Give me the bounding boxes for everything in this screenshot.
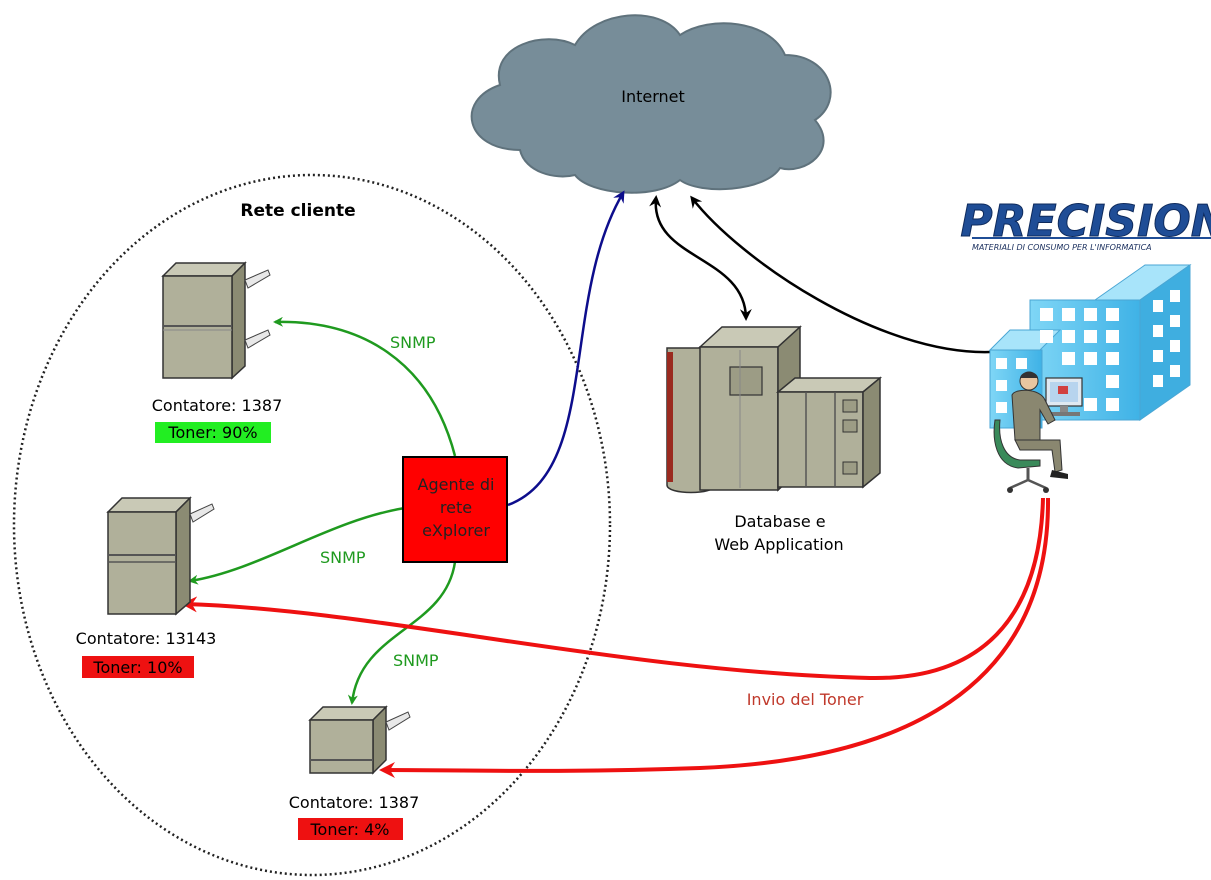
printer-2-toner-bg [82, 656, 194, 678]
printer-1-toner-bg [155, 422, 271, 443]
snmp-arrow-printer-3 [347, 561, 457, 705]
printer-2-icon [106, 496, 215, 616]
snmp-label-2: SNMP [320, 548, 366, 567]
toner-delivery-label: Invio del Toner [747, 690, 864, 709]
operator-at-computer-icon [993, 371, 1083, 493]
client-network-title: Rete cliente [240, 201, 355, 221]
precision-logo: PRECISION MATERIALI DI CONSUMO PER L'INF… [960, 196, 1211, 252]
network-agent-box: Agente di rete eXplorer [402, 456, 508, 563]
printer-2-toner: Toner: 10% [92, 658, 182, 677]
logo-brand: PRECISION [960, 196, 1211, 247]
printer-2-counter: Contatore: 13143 [76, 629, 217, 648]
database-server-icon [666, 325, 883, 494]
agent-label-line2: rete [440, 498, 472, 517]
snmp-arrow-printer-2 [188, 506, 406, 585]
toner-delivery-arrow-printer-3 [379, 497, 1051, 779]
snmp-arrow-printer-1 [273, 316, 457, 457]
snmp-label-3: SNMP [393, 651, 439, 670]
agent-internet-link [507, 190, 625, 507]
printer-3-toner: Toner: 4% [310, 820, 390, 839]
printer-1-counter: Contatore: 1387 [152, 396, 283, 415]
printer-3-icon [308, 705, 411, 775]
agent-label-line3: eXplorer [422, 521, 490, 540]
internet-label: Internet [621, 87, 685, 106]
agent-label-line1: Agente di [418, 475, 495, 494]
printer-1-icon [161, 261, 271, 380]
toner-delivery-arrow-printer-2 [181, 497, 1045, 681]
office-internet-link [690, 195, 991, 354]
server-label-line1: Database e [734, 512, 825, 531]
internet-server-link [649, 195, 752, 321]
printer-1-toner: Toner: 90% [167, 423, 257, 442]
logo-tagline: MATERIALI DI CONSUMO PER L'INFORMATICA [972, 243, 1152, 252]
printer-3-toner-bg [298, 818, 403, 840]
internet-cloud: Internet [470, 14, 832, 194]
printer-3-counter: Contatore: 1387 [289, 793, 420, 812]
server-label-line2: Web Application [714, 535, 843, 554]
snmp-label-1: SNMP [390, 333, 436, 352]
client-network-boundary [12, 173, 612, 877]
